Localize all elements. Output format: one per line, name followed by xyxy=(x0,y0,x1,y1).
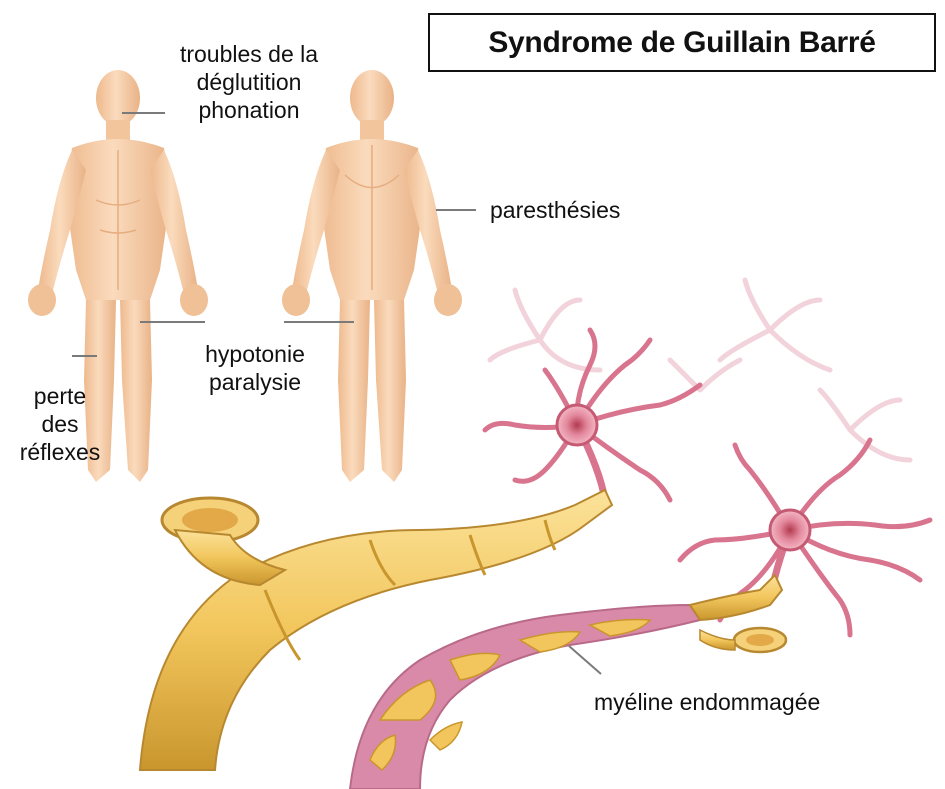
body-back-figure xyxy=(282,70,462,482)
label-reflexes-line1: perte xyxy=(0,382,120,410)
myelinated-axon-damaged xyxy=(350,575,786,789)
faded-neurons xyxy=(490,280,910,460)
label-swallowing: troubles de la déglutition phonation xyxy=(160,40,338,124)
label-swallowing-line2: déglutition xyxy=(160,68,338,96)
label-swallowing-line1: troubles de la xyxy=(160,40,338,68)
label-hypotonia-line2: paralysie xyxy=(185,368,325,396)
label-myelin: myéline endommagée xyxy=(594,688,820,716)
label-hypotonia: hypotonie paralysie xyxy=(185,340,325,396)
label-reflexes-line2: des xyxy=(0,410,120,438)
neuron-upper xyxy=(485,330,700,500)
label-reflexes: perte des réflexes xyxy=(0,382,120,466)
title-box: Syndrome de Guillain Barré xyxy=(428,13,936,72)
label-reflexes-line3: réflexes xyxy=(0,438,120,466)
label-paresthesia: paresthésies xyxy=(490,196,620,224)
leader-line-myelin xyxy=(569,646,601,674)
page-title: Syndrome de Guillain Barré xyxy=(488,26,875,60)
label-swallowing-line3: phonation xyxy=(160,96,338,124)
label-hypotonia-line1: hypotonie xyxy=(185,340,325,368)
